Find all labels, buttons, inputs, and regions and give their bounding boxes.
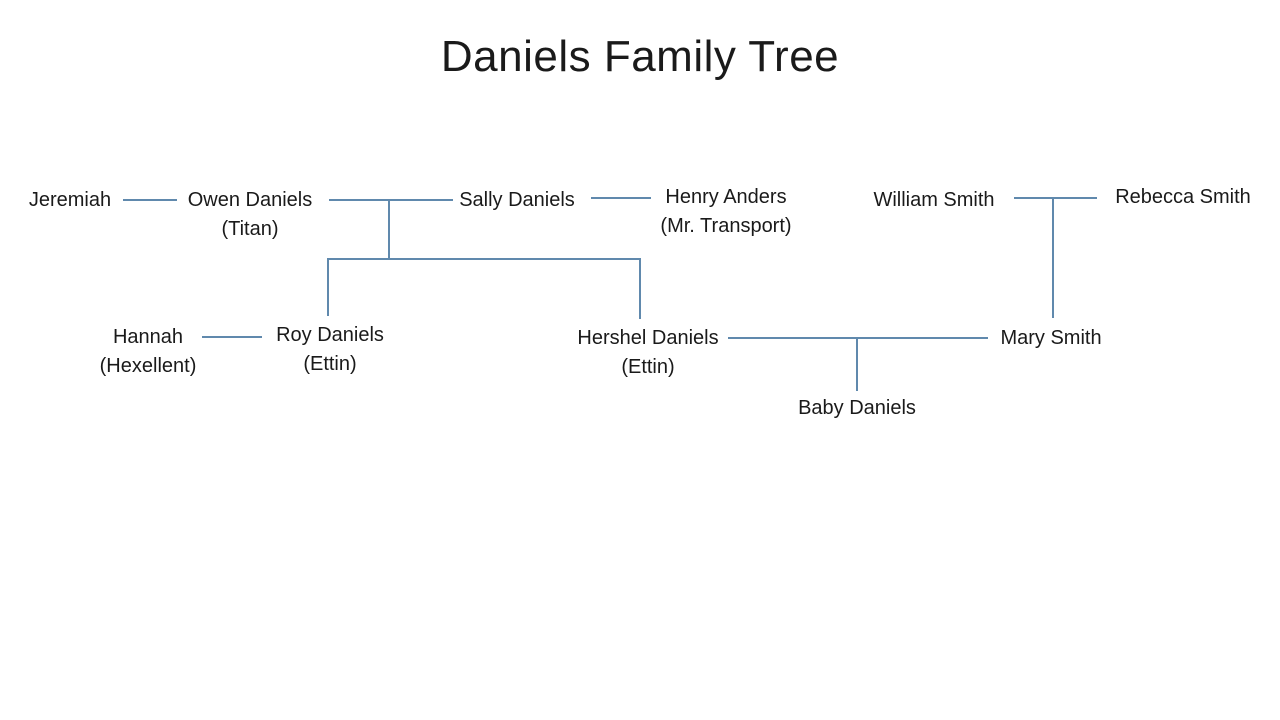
person-roy-daniels: Roy Daniels (Ettin) [276,321,384,379]
connector-drop-to-hershel [639,258,641,319]
person-hershel-daniels: Hershel Daniels (Ettin) [577,324,718,382]
person-name: Roy Daniels [276,324,384,346]
person-name: William Smith [873,189,995,211]
person-name: Baby Daniels [798,397,916,419]
connector-drop-to-baby [856,338,858,391]
person-baby-daniels: Baby Daniels [798,394,916,423]
person-henry-anders: Henry Anders (Mr. Transport) [660,183,791,241]
person-name: Henry Anders [665,186,787,208]
person-name: Rebecca Smith [1115,186,1251,208]
diagram-title: Daniels Family Tree [440,32,840,81]
connector-drop-to-roy [327,258,329,316]
connector-siblings-bar [328,258,640,260]
person-name: Mary Smith [1000,327,1102,349]
person-note: (Titan) [221,218,279,240]
connector-jeremiah-owen [123,199,177,201]
connector-drop-to-mary [1052,197,1054,318]
connector-william-rebecca [1014,197,1097,199]
person-name: Hannah [112,326,184,348]
person-note: (Ettin) [621,356,675,378]
person-note: (Mr. Transport) [660,215,792,237]
person-name: Jeremiah [28,189,112,211]
person-note: (Hexellent) [99,355,197,377]
person-sally-daniels: Sally Daniels [459,186,575,215]
person-rebecca-smith: Rebecca Smith [1115,183,1251,212]
connector-hannah-roy [202,336,262,338]
person-william-smith: William Smith [873,186,994,215]
person-hannah: Hannah (Hexellent) [100,323,197,381]
person-jeremiah: Jeremiah [29,186,111,215]
connector-owen-sally [329,199,453,201]
person-name: Sally Daniels [459,189,575,211]
person-mary-smith: Mary Smith [1000,324,1101,353]
person-note: (Ettin) [303,353,357,375]
person-owen-daniels: Owen Daniels (Titan) [188,186,313,244]
connector-hershel-mary [728,337,988,339]
person-name: Owen Daniels [187,189,313,211]
person-name: Hershel Daniels [577,327,719,349]
connector-sally-henry [591,197,651,199]
connector-owen-sally-children-drop [388,199,390,259]
